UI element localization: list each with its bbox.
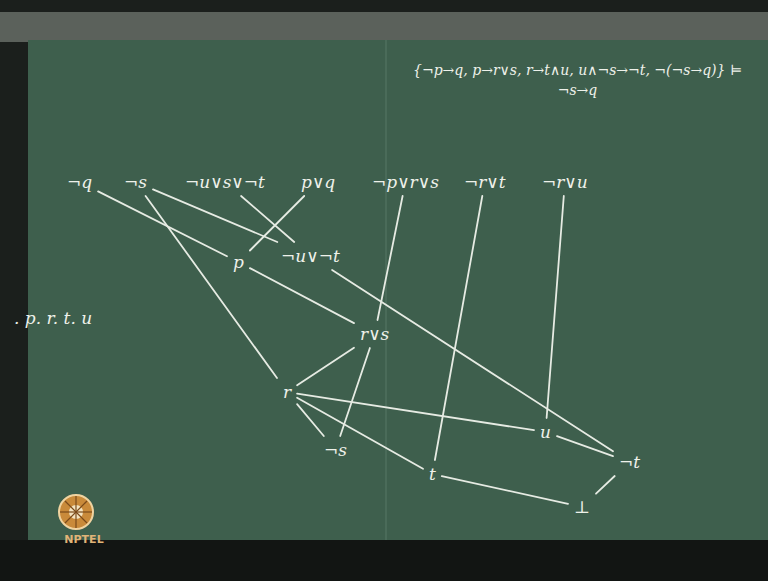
clause-text: r <box>283 382 291 402</box>
clause-node: ¬q <box>63 170 96 194</box>
clause-text: ¬p∨r∨s <box>372 172 439 192</box>
resolution-edge <box>442 476 568 504</box>
resolution-edge <box>297 394 534 431</box>
resolution-edge <box>241 196 294 242</box>
clause-text: ⊥ <box>574 497 590 517</box>
clause-text: t <box>429 464 436 484</box>
clause-node: ¬s <box>120 170 151 194</box>
resolution-edge <box>297 404 324 436</box>
board-frame <box>0 12 768 42</box>
resolution-edge <box>435 196 482 460</box>
resolution-edge <box>547 196 564 418</box>
clause-node: r <box>279 380 295 404</box>
resolution-edge <box>146 196 277 378</box>
clause-text: ¬s <box>124 172 147 192</box>
resolution-edge <box>297 348 354 386</box>
clause-text: r∨s <box>360 324 389 344</box>
resolution-edge <box>98 191 227 256</box>
clause-text: ¬u∨s∨¬t <box>185 172 265 192</box>
clause-text: p∨q <box>301 172 335 192</box>
board-ledge <box>0 540 768 581</box>
resolution-edge <box>332 270 613 451</box>
clause-node: u <box>536 420 555 444</box>
logo-text: NPTEL <box>54 532 114 548</box>
resolution-edge <box>153 189 277 242</box>
resolution-edge <box>250 268 354 323</box>
clause-text: ¬t <box>619 452 640 472</box>
board-seam <box>385 40 387 540</box>
clause-text: p <box>233 252 244 272</box>
clause-text: ¬s <box>324 440 347 460</box>
clause-node: t <box>425 462 440 486</box>
clause-node: ¬r∨u <box>538 170 592 194</box>
resolution-edge <box>596 476 615 494</box>
clause-node: ¬t <box>615 450 644 474</box>
resolution-edge <box>297 398 423 469</box>
clause-text: ¬r∨t <box>464 172 506 192</box>
nptel-logo <box>59 495 93 529</box>
resolution-edge <box>340 348 370 436</box>
clause-text: u <box>540 422 551 442</box>
board-surface <box>28 40 768 540</box>
entailment-formula: {¬p→q, p→r∨s, r→t∧u, u∧¬s→¬t, ¬(¬s→q)} ⊨… <box>405 60 750 101</box>
clause-node: ¬u∨s∨¬t <box>181 170 269 194</box>
clause-node: ¬u∨¬t <box>277 244 344 268</box>
variable-order-note: . p. r. t. u <box>14 306 214 331</box>
clause-text: ¬q <box>67 172 92 192</box>
clause-node: p∨q <box>297 170 339 194</box>
clause-node: ⊥ <box>570 495 594 519</box>
clause-text: ¬r∨u <box>542 172 588 192</box>
clause-text: ¬u∨¬t <box>281 246 340 266</box>
clause-node: ¬p∨r∨s <box>368 170 443 194</box>
clause-node: ¬r∨t <box>460 170 510 194</box>
clause-node: r∨s <box>356 322 393 346</box>
clause-node: p <box>229 250 248 274</box>
clause-node: ¬s <box>320 438 351 462</box>
